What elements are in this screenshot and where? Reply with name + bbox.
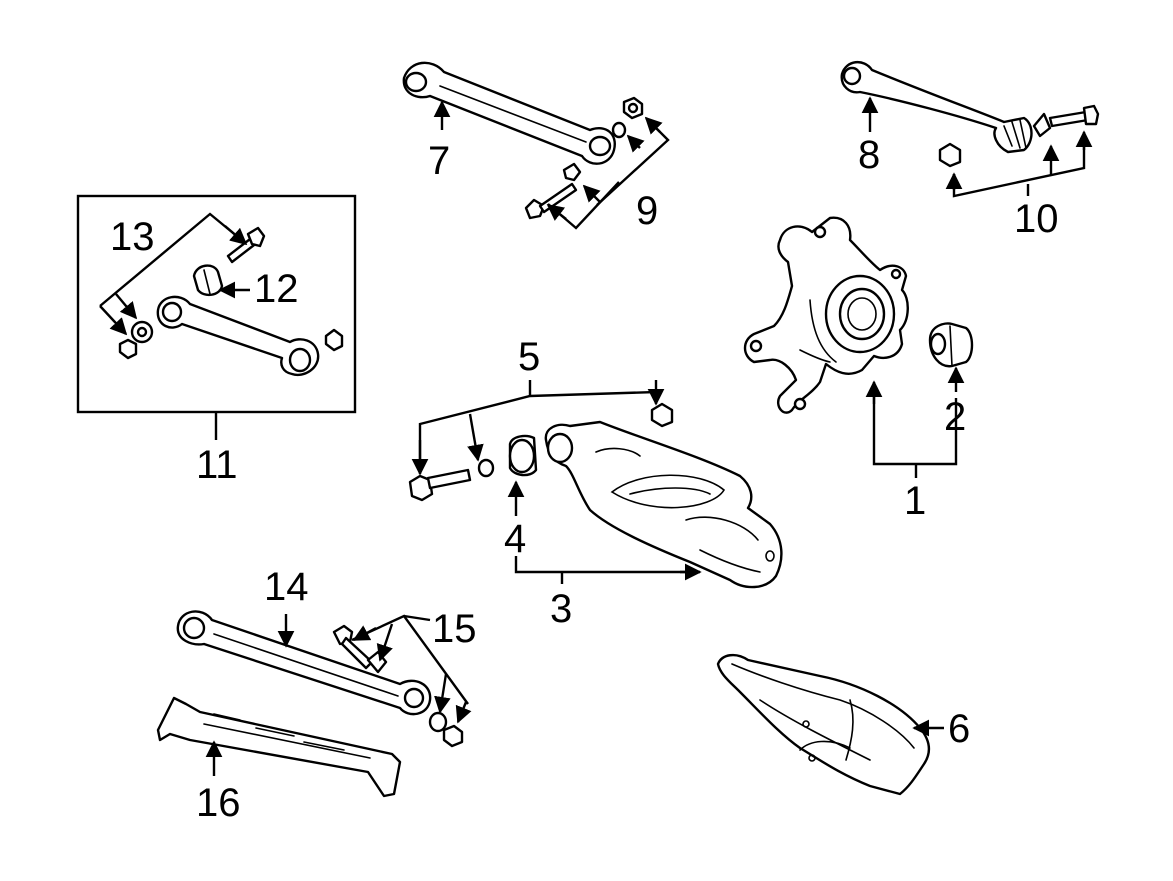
callout-8: 8 (858, 133, 880, 177)
leader-10 (945, 130, 1093, 198)
callout-7: 7 (428, 139, 450, 183)
callout-6: 6 (948, 707, 970, 751)
callout-10: 10 (1014, 197, 1059, 241)
callout-3: 3 (550, 587, 572, 631)
leader-1-2 (865, 366, 965, 478)
callout-15: 15 (432, 607, 477, 651)
callout-5: 5 (518, 335, 540, 379)
callout-14: 14 (264, 565, 309, 609)
leader-5 (411, 380, 665, 476)
hardware-10 (938, 104, 1100, 168)
callout-2: 2 (944, 395, 966, 439)
callout-9: 9 (636, 189, 658, 233)
callout-12: 12 (254, 267, 299, 311)
leader-15 (351, 614, 472, 724)
callout-16: 16 (196, 781, 241, 825)
callout-11: 11 (196, 443, 238, 487)
bushing-2 (928, 322, 974, 368)
splash-shield-6 (716, 653, 931, 796)
leader-3 (514, 556, 702, 584)
hardware-15 (332, 624, 464, 748)
leader-13 (99, 212, 248, 336)
callout-13: 13 (110, 215, 155, 259)
toe-link-11 (156, 295, 344, 377)
knuckle-1 (743, 216, 909, 414)
callout-1: 1 (904, 479, 926, 523)
hardware-4-5 (408, 402, 674, 502)
callout-4: 4 (504, 517, 526, 561)
leader-9 (546, 116, 670, 230)
lateral-link-14 (176, 610, 432, 716)
hardware-9 (524, 96, 644, 220)
hardware-12-13 (118, 226, 266, 360)
brace-16 (156, 696, 402, 798)
control-arm-8 (840, 61, 1033, 154)
control-arm-7 (402, 61, 616, 165)
lower-arm-3 (544, 420, 783, 589)
